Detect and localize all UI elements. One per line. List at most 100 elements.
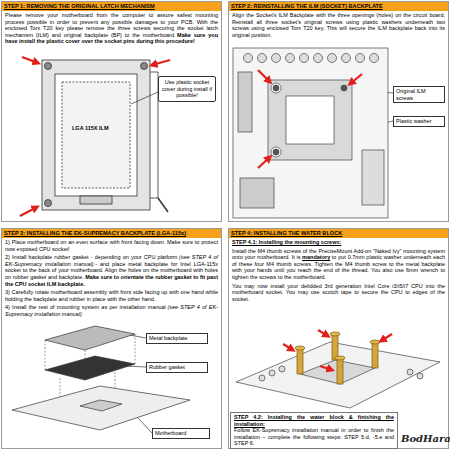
mounting-screws [407,369,413,375]
text-block: STEP 4.2: Installing the water block & f… [234,414,394,427]
backplate-assembly [45,340,46,370]
text-block: STEP 4.1: Installing the mounting screws… [232,239,341,245]
text-block: STEP 1: REMOVING THE ORIGINAL LATCH MECH… [4,3,155,9]
motherboard [271,83,281,93]
leader-line [131,92,158,104]
ilm-socket [158,198,168,212]
backplate-assembly [45,326,135,350]
step-body: STEP 4.1: Installing the mounting screws… [229,238,448,302]
step-body: Please remove your motherboard from the … [2,11,221,45]
label-box: Plastic washer [393,116,445,127]
red-arrow [20,57,392,370]
backplate-assembly [45,356,135,380]
red-arrow [320,366,332,370]
mounting-screws [279,366,285,372]
paragraph: Align the Socket's ILM Backplate with th… [232,12,445,38]
paragraph: You may now install your delidded 3rd ge… [232,283,445,303]
motherboard [362,150,384,205]
step-panel: STEP 1: REMOVING THE ORIGINAL LATCH MECH… [1,1,222,222]
motherboard [286,54,295,63]
paragraph: Please remove your motherboard from the … [5,12,218,45]
step-panel: STEP 2: REINSTALLING THE ILM (SOCKET) BA… [228,1,449,222]
ilm-socket [150,72,158,198]
mounting-screws [297,348,303,374]
text-block: Follow EK-Supremacy installation manual … [234,427,394,447]
step-header: STEP 1: REMOVING THE ORIGINAL LATCH MECH… [2,2,221,11]
ilm-socket [141,63,148,70]
motherboard [314,54,323,63]
mounting-screws [330,332,340,336]
paragraph: 3) Carefully rotate motherboard assembly… [5,289,218,302]
step-panel: STEP 4: INSTALLING THE WATER BLOCKSTEP 4… [228,228,449,449]
mounting-screws [417,373,423,379]
label-box: Original ILM screws [393,86,445,103]
motherboard [240,178,274,208]
text-block: 3) Carefully rotate motherboard assembly… [5,289,218,302]
label-box: Metal backplate [146,333,208,344]
motherboard [244,54,253,63]
mounting-screws [295,346,305,350]
ilm-socket [42,60,168,212]
ilm-socket [45,200,52,207]
motherboard [268,80,352,160]
text-block: 2) Install backplate rubber gasket - dep… [5,254,177,260]
label-box: Motherboard [152,428,210,439]
paragraph: 1) Place motherboard on an even surface … [5,239,218,252]
text-block: Metal backplate [149,335,205,342]
paragraph: 4) Install the rest of mounting system a… [5,304,218,317]
motherboard [300,54,309,63]
mounting-screws [337,358,343,384]
text-block: Motherboard [155,430,207,437]
text-block: 4) Install the rest of mounting system a… [5,304,166,310]
text-block: Plastic washer [396,118,442,125]
text-block: Rubber gasket [149,364,205,371]
motherboard [273,149,279,155]
red-arrow [318,330,328,336]
red-arrow [20,207,37,216]
text-block: 1) Place motherboard on an even surface … [5,239,218,252]
red-arrow [22,57,38,63]
text-block: STEP 2: REINSTALLING THE ILM (SOCKET) BA… [231,3,383,9]
motherboard [238,72,252,132]
mounting-screws [259,375,265,381]
ilm-socket [62,82,130,188]
step-header: STEP 4: INSTALLING THE WATER BLOCK [229,229,448,238]
motherboard [258,54,267,63]
red-arrow [350,74,362,84]
backplate-assembly [80,400,122,411]
text-block: You may now install your delidded 3rd ge… [232,283,445,302]
red-arrow [152,60,170,65]
label-box: Rubber gasket [146,362,208,373]
text-block: STEP 3: INSTALLING THE EK-SUPREMACY BACK… [4,230,186,236]
mounting-screws [269,370,275,376]
backplate-assembly [135,334,136,364]
text-block: Align the Socket's ILM Backplate with th… [232,12,445,38]
mounting-screws [372,342,378,368]
paragraph: STEP 4.1: Installing the mounting screws… [232,239,445,246]
motherboard [272,54,281,63]
red-arrow [258,70,270,82]
watermark: BodHara [401,433,450,444]
text-block: Original ILM screws [396,88,442,101]
motherboard [273,85,279,91]
ilm-socket [55,74,137,196]
motherboard [286,96,334,144]
paragraph: Install the M4 thumb screws of the Preci… [232,248,445,281]
mounting-screws [335,356,345,360]
backplate-assembly [12,386,190,430]
red-arrow [258,157,270,168]
red-arrow [283,344,293,350]
callout-box: Use plastic socket cover during install … [158,76,216,102]
ilm-socket [42,60,150,210]
motherboard [341,85,347,91]
step-body: Align the Socket's ILM Backplate with th… [229,11,448,38]
text-block: mandatory [302,254,330,260]
step-header: STEP 3: INSTALLING THE EK-SUPREMACY BACK… [2,229,221,238]
motherboard [356,54,365,63]
paragraph: 2) Install backplate rubber gasket - dep… [5,254,218,287]
mounting-screws [236,332,440,408]
leader-line [138,418,152,433]
motherboard [328,54,337,63]
step-body: 1) Place motherboard on an even surface … [2,238,221,318]
